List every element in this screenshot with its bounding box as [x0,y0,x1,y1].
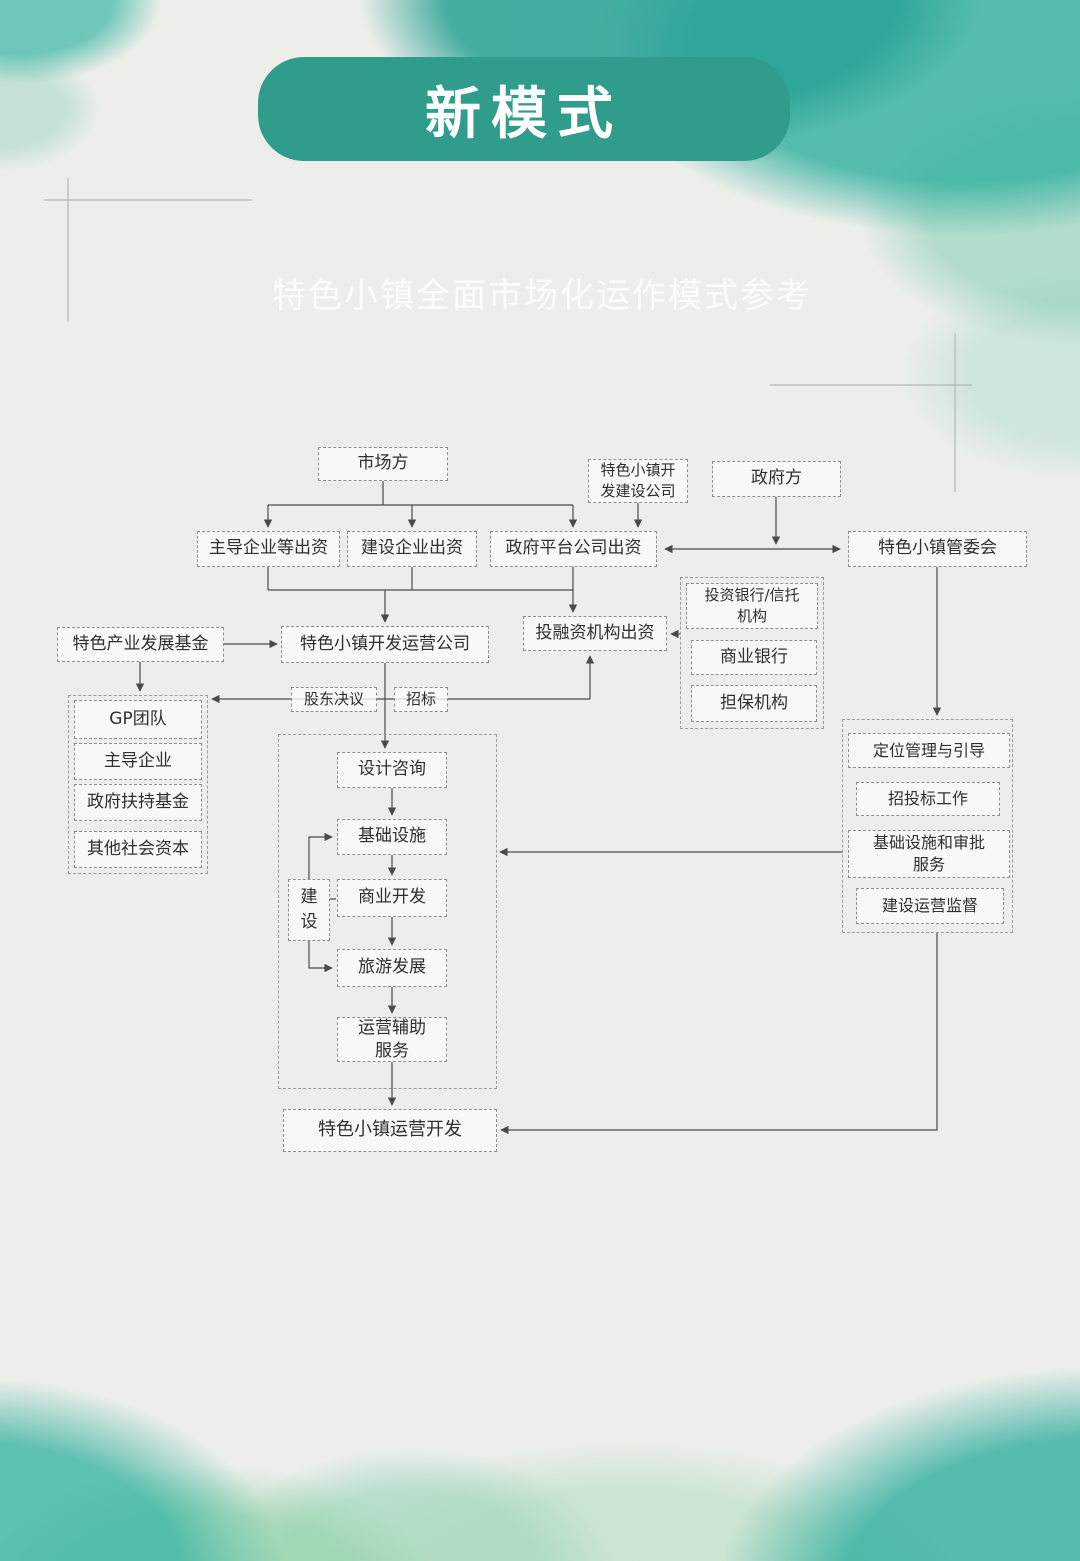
build-group-container [278,734,497,1089]
node-bidding-work: 招投标工作 [856,782,1000,816]
node-town-operation-dev: 特色小镇运营开发 [283,1109,497,1152]
node-construction-supervision: 建设运营监督 [856,888,1004,924]
node-dev-operation-co: 特色小镇开发运营公司 [281,626,489,663]
node-infra-approval: 基础设施和审批服务 [848,830,1010,878]
node-positioning-mgmt: 定位管理与引导 [848,733,1010,768]
page-title: 新模式 [425,81,623,147]
mgmt-group-container [842,719,1013,933]
node-construction: 建设 [288,879,330,941]
node-financing-invest: 投融资机构出资 [523,616,667,651]
node-gov-support-fund: 政府扶持基金 [74,784,202,821]
node-other-social-capital: 其他社会资本 [74,831,202,868]
node-construction-enterprise-invest: 建设企业出资 [347,531,477,567]
node-tender: 招标 [394,687,448,712]
node-operation-support: 运营辅助服务 [337,1017,447,1062]
node-shareholder-resolution: 股东决议 [291,687,377,712]
page-subtitle: 特色小镇全面市场化运作模式参考 [272,276,812,316]
crosshair-decoration [44,178,972,492]
fund-group-container [68,695,208,874]
node-tourism-dev: 旅游发展 [337,949,447,987]
node-dev-construction-co: 特色小镇开发建设公司 [588,459,688,503]
bank-group-container [680,577,824,729]
node-guarantee-org: 担保机构 [691,685,817,722]
node-infrastructure: 基础设施 [337,819,447,855]
node-investment-bank: 投资银行/信托机构 [686,583,818,629]
node-design-consulting: 设计咨询 [337,752,447,788]
node-commercial-dev: 商业开发 [337,879,447,917]
title-banner: 新模式 [258,57,790,161]
node-government: 政府方 [712,461,841,497]
node-gp-team: GP团队 [74,700,202,739]
node-gov-platform-invest: 政府平台公司出资 [490,531,657,567]
node-industry-fund: 特色产业发展基金 [57,627,224,662]
node-lead-enterprise-invest: 主导企业等出资 [197,531,340,567]
node-lead-enterprise: 主导企业 [74,743,202,780]
node-town-committee: 特色小镇管委会 [848,531,1027,567]
node-commercial-bank: 商业银行 [691,640,817,675]
node-market: 市场方 [318,447,448,481]
